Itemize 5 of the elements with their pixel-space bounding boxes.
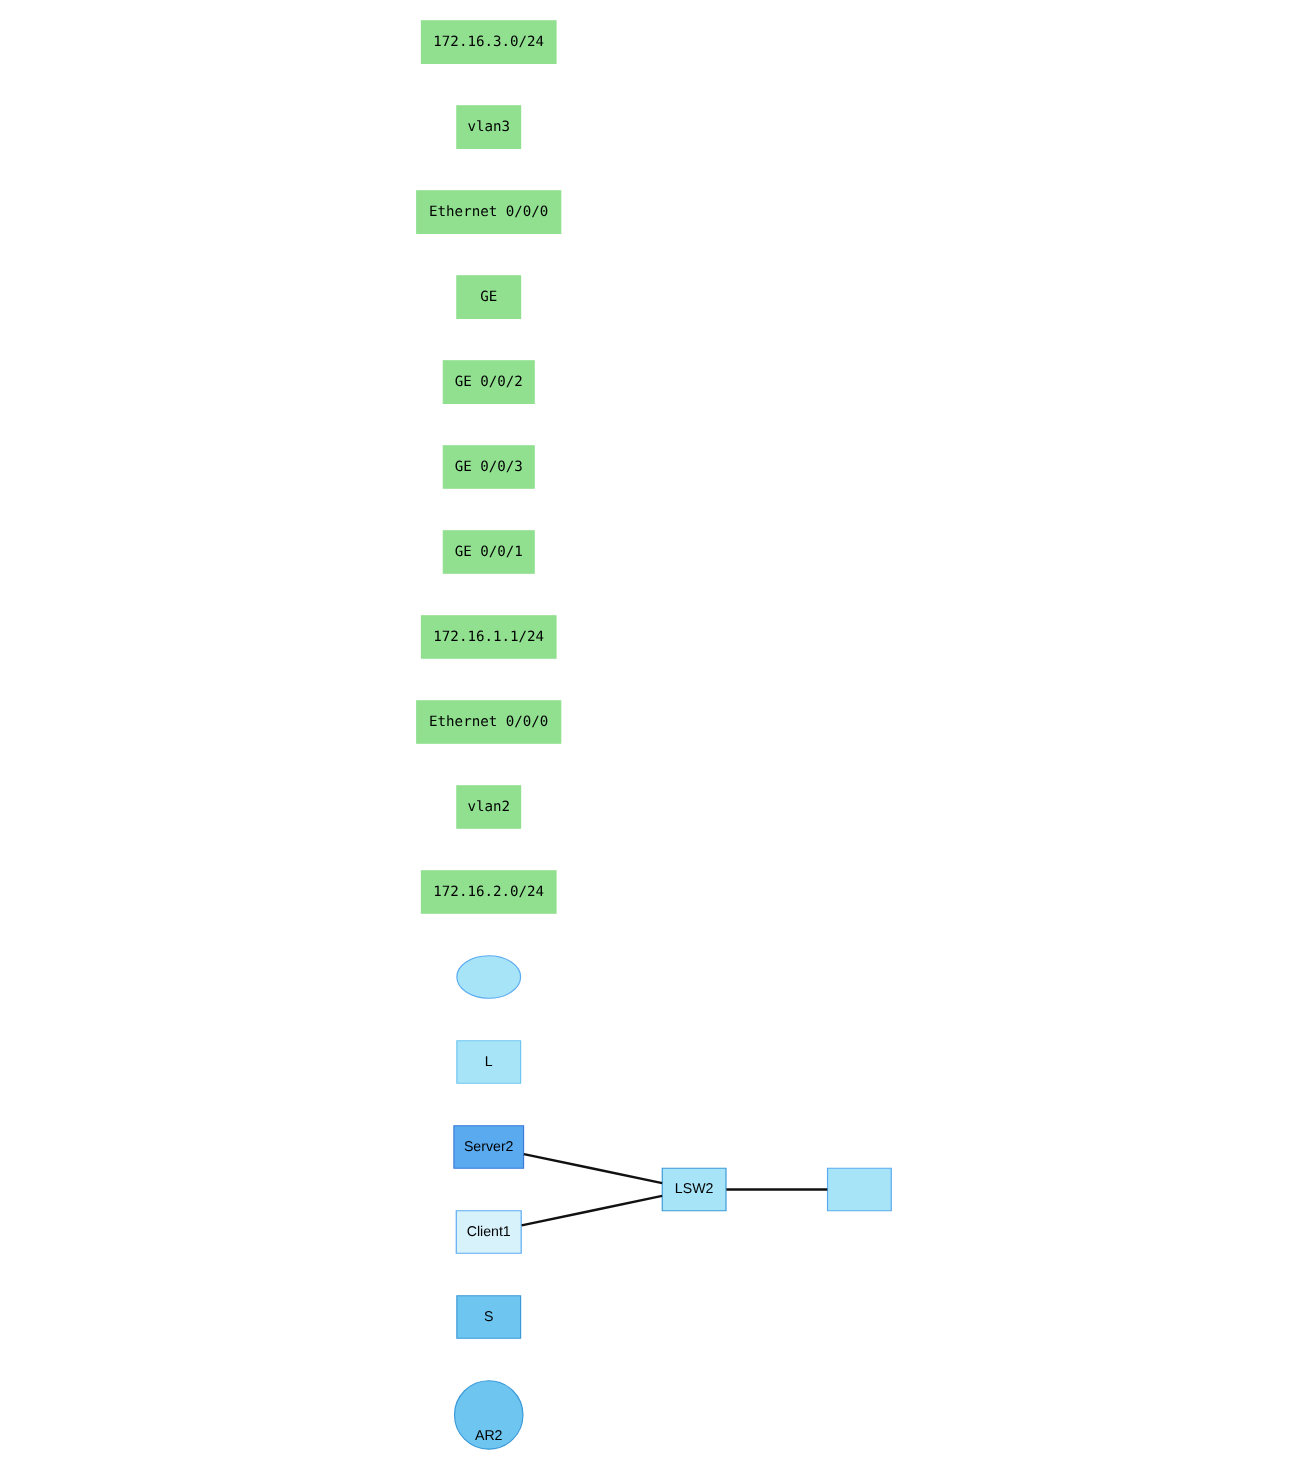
connector <box>521 1194 663 1227</box>
node-cloud <box>456 955 522 999</box>
connector <box>523 1152 663 1185</box>
connector <box>726 1188 828 1191</box>
node-box <box>826 1167 892 1212</box>
